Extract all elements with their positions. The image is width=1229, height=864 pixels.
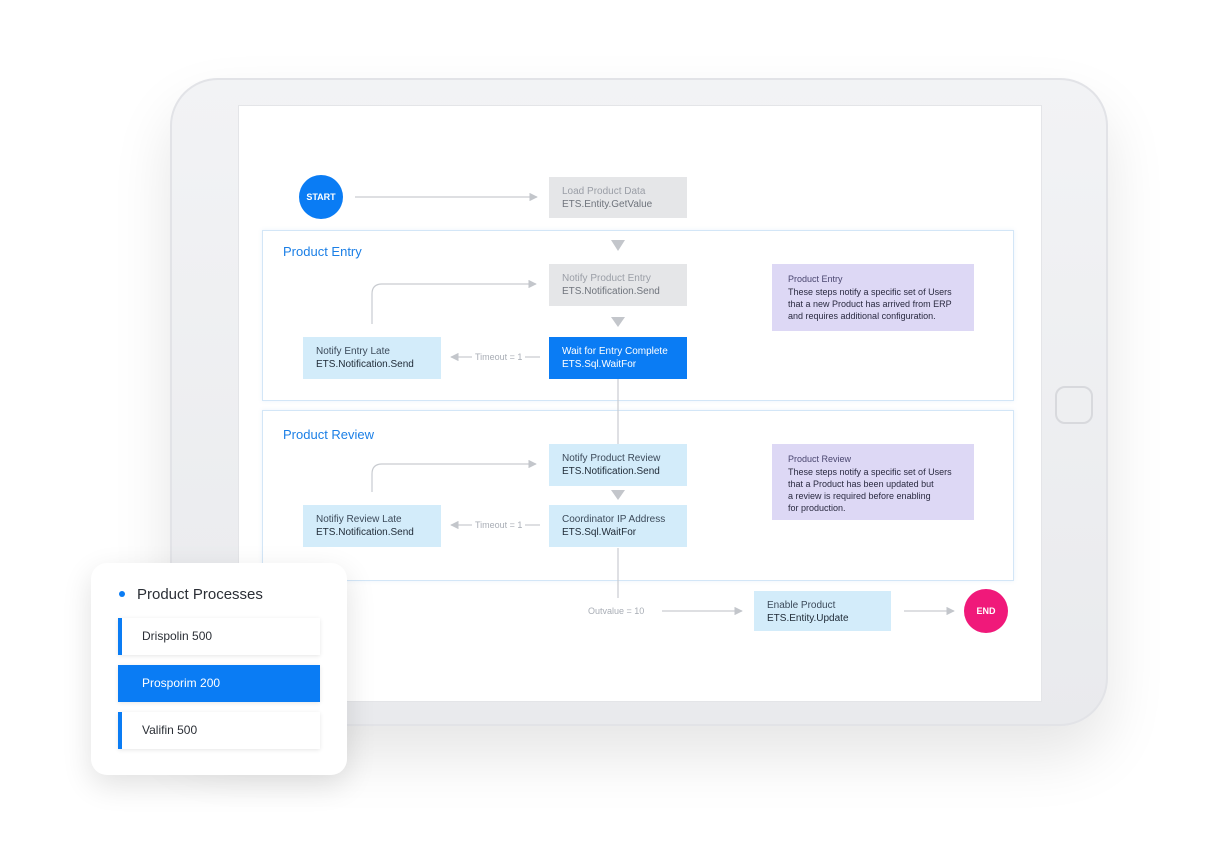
process-item-drispolin[interactable]: Drispolin 500 (118, 618, 320, 655)
note-line: a review is required before enabling (788, 491, 931, 501)
card-title-dot (119, 591, 125, 597)
arrow-load-entry (611, 240, 625, 251)
note-line: that a Product has been updated but (788, 479, 934, 489)
node-title: Notify Entry Late (316, 346, 390, 357)
note-line: for production. (788, 503, 846, 513)
section-title-product-entry: Product Entry (283, 244, 362, 259)
note-line: and requires additional configuration. (788, 311, 936, 321)
note-product-entry: Product Entry These steps notify a speci… (772, 264, 974, 331)
node-title: Wait for Entry Complete (562, 346, 668, 357)
node-notify-product-entry[interactable]: Notify Product Entry ETS.Notification.Se… (549, 264, 687, 306)
note-product-review: Product Review These steps notify a spec… (772, 444, 974, 520)
card-title: Product Processes (137, 586, 263, 603)
note-line: that a new Product has arrived from ERP (788, 299, 952, 309)
node-method: ETS.Notification.Send (562, 286, 660, 297)
connector-entry-loop (371, 279, 537, 324)
node-wait-entry-complete[interactable]: Wait for Entry Complete ETS.Sql.WaitFor (549, 337, 687, 379)
node-title: Load Product Data (562, 186, 646, 197)
node-notify-entry-late[interactable]: Notify Entry Late ETS.Notification.Send (303, 337, 441, 379)
timeout-label-review: Timeout = 1 (472, 520, 526, 530)
node-enable-product[interactable]: Enable Product ETS.Entity.Update (754, 591, 891, 631)
node-coordinator-ip-address[interactable]: Coordinator IP Address ETS.Sql.WaitFor (549, 505, 687, 547)
node-title: Coordinator IP Address (562, 514, 666, 525)
node-notify-product-review[interactable]: Notify Product Review ETS.Notification.S… (549, 444, 687, 486)
process-item-label: Valifin 500 (142, 723, 198, 737)
end-node[interactable]: END (964, 589, 1008, 633)
start-node[interactable]: START (299, 175, 343, 219)
connector-review-loop (371, 459, 537, 492)
node-method: ETS.Sql.WaitFor (562, 527, 637, 538)
process-item-label: Prosporim 200 (142, 676, 221, 690)
node-title: Notify Product Entry (562, 273, 651, 284)
process-item-prosporim[interactable]: Prosporim 200 (118, 665, 320, 702)
process-item-valifin[interactable]: Valifin 500 (118, 712, 320, 749)
note-line: These steps notify a specific set of Use… (788, 287, 952, 297)
node-method: ETS.Sql.WaitFor (562, 359, 637, 370)
node-method: ETS.Notification.Send (316, 527, 414, 538)
note-title: Product Entry (788, 274, 843, 284)
timeout-label-entry: Timeout = 1 (472, 352, 526, 362)
arrow-notify-wait (611, 317, 625, 327)
end-label: END (976, 606, 996, 616)
node-method: ETS.Entity.GetValue (562, 199, 653, 210)
note-title: Product Review (788, 454, 852, 464)
section-title-product-review: Product Review (283, 427, 375, 442)
node-title: Notify Product Review (562, 453, 661, 464)
node-notify-review-late[interactable]: Notifiy Review Late ETS.Notification.Sen… (303, 505, 441, 547)
node-title: Enable Product (767, 600, 836, 611)
node-method: ETS.Notification.Send (562, 466, 660, 477)
tablet-home-button[interactable] (1055, 386, 1093, 424)
node-method: ETS.Notification.Send (316, 359, 414, 370)
process-item-label: Drispolin 500 (142, 629, 213, 643)
node-title: Notifiy Review Late (316, 514, 402, 525)
node-load-product-data[interactable]: Load Product Data ETS.Entity.GetValue (549, 177, 687, 218)
outvalue-label: Outvalue = 10 (588, 606, 645, 616)
start-label: START (306, 192, 336, 202)
node-method: ETS.Entity.Update (767, 613, 849, 624)
note-line: These steps notify a specific set of Use… (788, 467, 952, 477)
arrow-review-coordinator (611, 490, 625, 500)
